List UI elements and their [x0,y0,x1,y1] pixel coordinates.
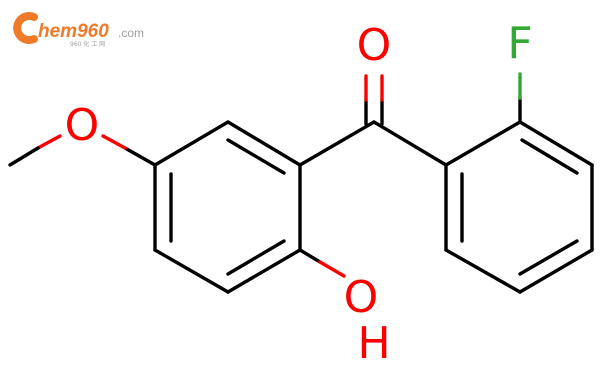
logo-c-mark [13,12,38,44]
double-bond-inner-1 [226,138,286,175]
double-bond-inner-r2 [518,239,579,276]
bond-c1-c2 [226,120,302,167]
hydroxyl-h: H [357,318,390,369]
fluoro-substituent: F [507,18,533,124]
bond-o-ch3-lower [8,146,40,167]
logo-sub-text: 960 化 工 网 [70,40,105,48]
bond-c6-c1 [153,120,230,167]
bond-c3-c4 [226,248,302,294]
methoxy-substituent: O [8,100,157,167]
carbonyl-group: O [298,20,448,167]
carbonyl-oxygen-label: O [357,20,392,71]
right-benzene-ring [444,120,594,294]
double-bond-inner-r1 [520,138,579,175]
bond-c-oh-lower [298,248,322,264]
chem960-logo: hem960 .com 960 化 工 网 [13,12,144,48]
double-bond-inner-2 [226,239,286,276]
bond-c-o-methoxy-upper [101,134,127,150]
bond-c-oh-upper [318,260,346,278]
fluorine-label: F [507,18,532,69]
bond-r4-r5 [518,248,594,294]
logo-dotcom-text: .com [118,26,144,40]
bond-r2-r3 [518,120,594,167]
methoxy-oxygen-label: O [65,100,100,151]
left-benzene-ring [153,120,302,294]
bond-o-ch3-upper [36,134,62,150]
bond-r5-r6 [444,248,522,294]
bond-ring-carbonyl [298,120,376,167]
logo-brand-text: hem960 [38,21,109,42]
bond-carbonyl-ring [372,120,448,167]
bond-c4-c5 [153,248,230,294]
hydroxyl-o: O [344,272,379,323]
bond-r1-r2 [444,120,522,167]
bond-c-o-methoxy-lower [123,146,157,167]
